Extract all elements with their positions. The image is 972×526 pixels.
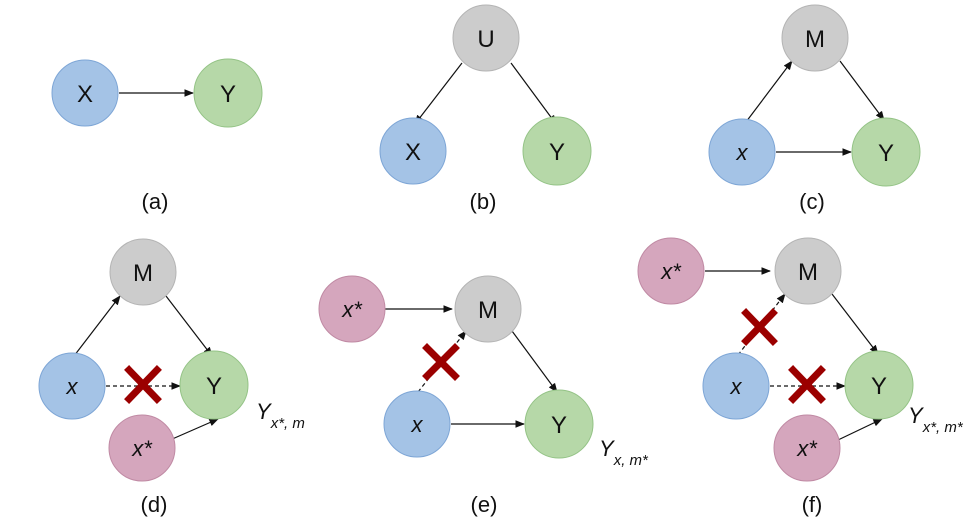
edge-x-to-m bbox=[73, 295, 121, 357]
node-y-label: Y bbox=[878, 140, 894, 167]
node-u-label: U bbox=[477, 26, 494, 53]
node-x bbox=[708, 118, 776, 186]
node-m-label: M bbox=[798, 259, 818, 286]
node-m bbox=[774, 237, 842, 305]
node-xstar-bottom-label: x* bbox=[796, 436, 818, 461]
node-y bbox=[851, 117, 921, 187]
node-y bbox=[844, 350, 914, 420]
node-x-label: X bbox=[405, 139, 421, 166]
edge-m-to-y bbox=[839, 60, 885, 121]
cut-cross-icon bbox=[124, 365, 162, 404]
node-m-label: M bbox=[133, 260, 153, 287]
node-x-label: X bbox=[77, 81, 93, 108]
cut-cross-icon bbox=[788, 365, 826, 404]
node-m bbox=[454, 275, 522, 343]
node-x-label: x bbox=[730, 374, 743, 399]
node-y-label: Y bbox=[551, 412, 567, 439]
node-x-label: x bbox=[736, 140, 749, 165]
counterfactual-annotation: Yx, m* bbox=[599, 436, 649, 469]
node-x-label: x bbox=[411, 412, 424, 437]
node-x bbox=[38, 352, 106, 420]
node-u bbox=[452, 4, 520, 72]
edge-x-to-m bbox=[745, 60, 793, 123]
caption-f: (f) bbox=[802, 492, 823, 517]
node-xstar-label: x* bbox=[341, 297, 363, 322]
node-y bbox=[193, 58, 263, 128]
node-x bbox=[702, 352, 770, 420]
edge-m-to-y bbox=[511, 330, 558, 393]
caption-c: (c) bbox=[799, 189, 825, 214]
counterfactual-annotation: Yx*, m* bbox=[908, 403, 964, 436]
node-m bbox=[781, 4, 849, 72]
node-x-label: x bbox=[66, 374, 79, 399]
node-xstar-bottom bbox=[773, 414, 841, 482]
annotation-base: Y bbox=[599, 436, 615, 461]
annotation-subscript: x*, m* bbox=[922, 419, 964, 436]
node-y bbox=[524, 389, 594, 459]
node-y-label: Y bbox=[549, 139, 565, 166]
node-xstar-top bbox=[637, 237, 705, 305]
node-y-label: Y bbox=[206, 373, 222, 400]
edge-xstar-to-y bbox=[169, 418, 219, 441]
panel-d: M x Y x* Yx*, m (d) bbox=[38, 238, 305, 517]
node-xstar bbox=[108, 414, 176, 482]
edge-u-to-y bbox=[510, 62, 557, 125]
node-x bbox=[51, 59, 119, 127]
caption-d: (d) bbox=[141, 492, 168, 517]
node-m-label: M bbox=[805, 26, 825, 53]
annotation-subscript: x, m* bbox=[613, 452, 649, 469]
panel-b: U X Y (b) bbox=[379, 4, 592, 214]
annotation-base: Y bbox=[908, 403, 924, 428]
node-xstar-top-label: x* bbox=[660, 259, 682, 284]
caption-a: (a) bbox=[142, 189, 169, 214]
node-xstar bbox=[318, 275, 386, 343]
cut-cross-icon bbox=[741, 308, 778, 346]
node-m bbox=[109, 238, 177, 306]
panel-f: x* M x Y x* Yx*, m* (f) bbox=[637, 237, 964, 517]
edge-xstar-to-y bbox=[837, 418, 883, 441]
node-m-label: M bbox=[478, 297, 498, 324]
caption-b: (b) bbox=[470, 189, 497, 214]
annotation-base: Y bbox=[256, 399, 272, 424]
counterfactual-annotation: Yx*, m bbox=[256, 399, 305, 432]
panel-a: X Y (a) bbox=[51, 58, 263, 214]
edge-m-to-y bbox=[831, 293, 879, 355]
node-xstar-label: x* bbox=[131, 436, 153, 461]
panel-c: M x Y (c) bbox=[708, 4, 921, 214]
panel-e: x* M x Y Yx, m* (e) bbox=[318, 275, 649, 517]
annotation-subscript: x*, m bbox=[270, 415, 305, 432]
node-y bbox=[179, 350, 249, 420]
caption-e: (e) bbox=[471, 492, 498, 517]
node-y bbox=[522, 116, 592, 186]
edge-m-to-y bbox=[165, 295, 213, 357]
node-x bbox=[383, 390, 451, 458]
node-y-label: Y bbox=[871, 373, 887, 400]
node-y-label: Y bbox=[220, 81, 236, 108]
node-x bbox=[379, 117, 447, 185]
cut-cross-icon bbox=[422, 343, 460, 381]
edge-u-to-x bbox=[414, 62, 463, 125]
